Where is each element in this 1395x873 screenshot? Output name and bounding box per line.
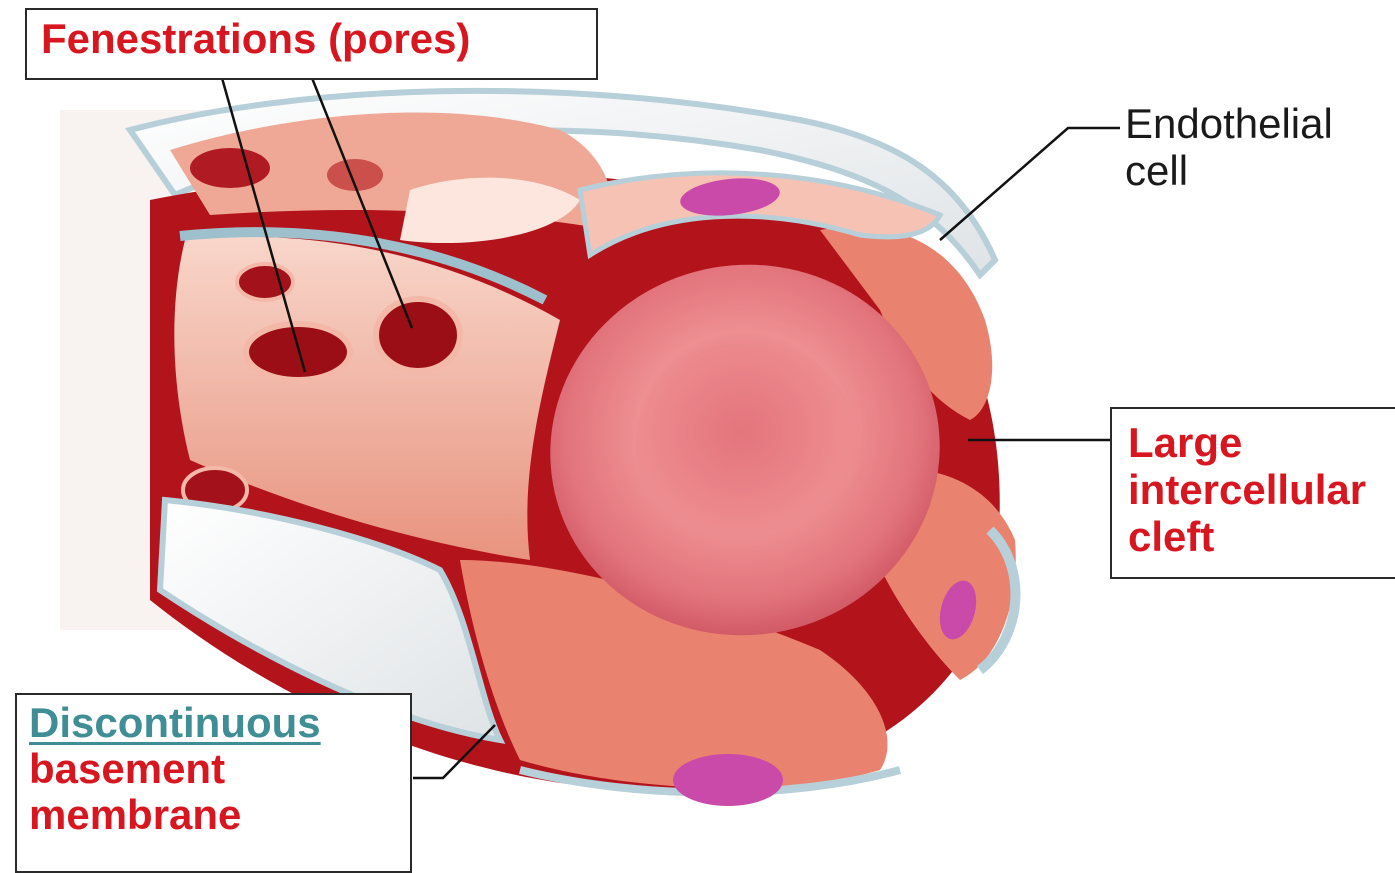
fenestrations-label: Fenestrations (pores) — [41, 15, 470, 62]
cleft-label-line2: intercellular — [1128, 466, 1395, 513]
fenestration-pore — [246, 324, 350, 380]
intercellular-cleft-label-box: Large intercellular cleft — [1110, 407, 1395, 579]
basement-membrane-label-box: Discontinuous basement membrane — [15, 693, 412, 873]
fenestration-pore — [190, 148, 270, 188]
endothelial-label-line2: cell — [1125, 147, 1333, 194]
basement-label-line2: basement — [29, 746, 410, 792]
basement-label-line3: membrane — [29, 792, 410, 838]
endothelial-label-line1: Endothelial — [1125, 100, 1333, 147]
cleft-label-line1: Large — [1128, 419, 1395, 466]
basement-label-line1: Discontinuous — [29, 700, 410, 746]
fenestration-pore — [376, 299, 460, 371]
fenestrations-label-box: Fenestrations (pores) — [25, 8, 598, 80]
cleft-label-line3: cleft — [1128, 513, 1395, 560]
endothelial-cell-label: Endothelial cell — [1125, 100, 1333, 194]
endothelial-nucleus — [673, 754, 783, 806]
fenestration-pore — [237, 264, 293, 300]
